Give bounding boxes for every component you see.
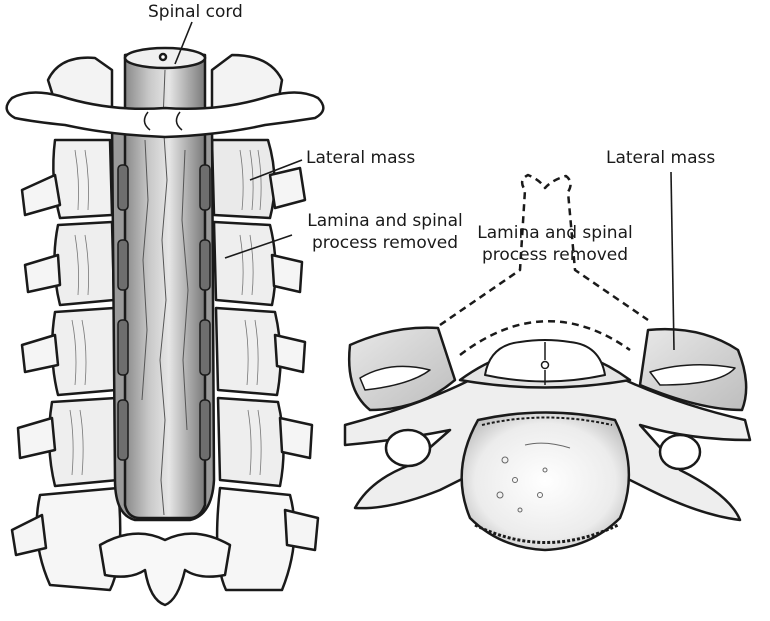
label-spinal-cord: Spinal cord xyxy=(148,2,243,22)
label-lamina-removed-right-line2: process removed xyxy=(481,245,629,265)
label-lateral-mass-right: Lateral mass xyxy=(606,148,716,168)
label-lamina-removed-right: Lamina and spinal process removed xyxy=(466,222,644,266)
label-lamina-removed-left: Lamina and spinal process removed xyxy=(296,210,474,254)
leader-spinal-cord xyxy=(174,21,193,65)
atlas-arch xyxy=(5,91,325,139)
label-lamina-removed-right-line1: Lamina and spinal xyxy=(477,223,633,243)
spinous-process-inferior xyxy=(98,532,232,607)
posterior-view xyxy=(5,46,325,607)
foramen-transversarium-left xyxy=(384,428,432,468)
label-lamina-removed-left-line2: process removed xyxy=(311,233,459,253)
label-lamina-removed-left-line1: Lamina and spinal xyxy=(307,211,463,231)
leader-lateral-mass-left xyxy=(249,159,303,181)
foramen-transversarium-right xyxy=(658,433,702,471)
facet-shadows xyxy=(117,164,211,461)
axial-view xyxy=(343,173,752,552)
removed-lamina-outline xyxy=(439,173,649,327)
left-lateral-masses xyxy=(10,56,122,592)
leader-lines xyxy=(174,21,675,351)
leader-lamina-left xyxy=(224,234,293,259)
leader-lateral-mass-right xyxy=(670,171,675,351)
vertebral-body xyxy=(460,411,631,552)
label-lateral-mass-left: Lateral mass xyxy=(306,148,416,168)
right-lateral-masses xyxy=(210,53,320,592)
